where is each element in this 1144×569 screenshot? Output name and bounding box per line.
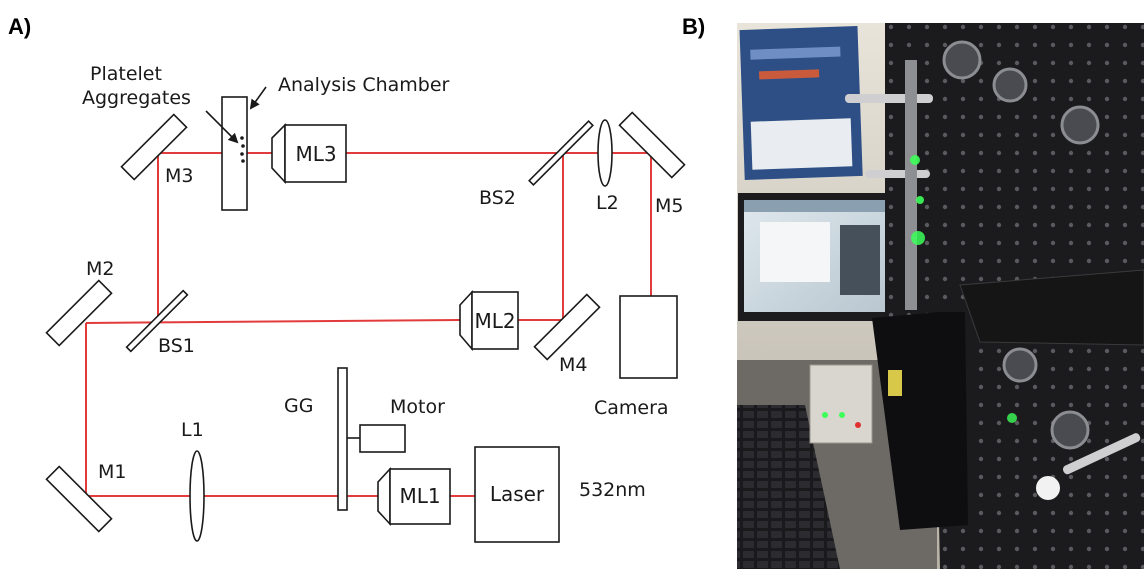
laser-glint-1 <box>910 155 920 165</box>
analysis-chamber-label: Analysis Chamber <box>278 74 450 96</box>
laser-glint-3 <box>911 231 925 245</box>
lens-l2 <box>597 119 613 187</box>
platelet-label-line1: Platelet <box>90 63 162 85</box>
motor-label: Motor <box>390 396 445 418</box>
mirror-mount-1 <box>942 40 982 80</box>
laser-housing <box>872 312 968 530</box>
platelet-aggregates <box>240 136 245 163</box>
mirror-mount-4 <box>1002 347 1038 383</box>
power-supply <box>809 364 873 444</box>
post-rod-3 <box>1062 433 1141 475</box>
bs2-label: BS2 <box>479 187 516 209</box>
laser-glint-2 <box>916 196 924 204</box>
platelet-label-line2: Aggregates <box>82 87 191 109</box>
mirror-m1 <box>45 465 113 533</box>
mirror-m3 <box>120 113 188 181</box>
lens-l1 <box>189 450 205 542</box>
beam-m2-to-ml2 <box>85 319 461 324</box>
m4-label: M4 <box>559 354 587 376</box>
m2-label: M2 <box>86 258 114 280</box>
laser-warning-label <box>888 370 902 396</box>
mirror-mount-2 <box>992 67 1028 103</box>
beam-splitter-bs1 <box>125 289 189 353</box>
vertical-post <box>905 60 917 310</box>
post-rod-2 <box>865 170 930 178</box>
m3-label: M3 <box>165 165 193 187</box>
wavelength-label: 532nm <box>579 479 646 501</box>
laser-glint-4 <box>1007 413 1017 423</box>
mirror-m5 <box>618 111 686 179</box>
panel-a: A) <box>8 14 686 543</box>
l2-label: L2 <box>596 192 619 214</box>
ml3-label: ML3 <box>295 142 336 166</box>
m1-label: M1 <box>98 461 126 483</box>
keyboard <box>737 405 840 569</box>
mirror-m4 <box>533 293 601 361</box>
m5-label: M5 <box>655 195 683 217</box>
platelet-arrow <box>205 110 239 144</box>
ground-glass-gg <box>337 367 348 511</box>
objective-ml1: ML1 <box>377 466 451 527</box>
post-rod-1 <box>845 94 933 103</box>
beam-splitter-bs2 <box>528 120 594 186</box>
white-disc <box>1036 476 1060 500</box>
l1-label: L1 <box>181 419 204 441</box>
laser-label: Laser <box>490 482 545 506</box>
camera <box>619 295 678 379</box>
objective-ml2: ML2 <box>459 289 519 352</box>
objective-ml3: ML3 <box>271 123 347 185</box>
gg-label: GG <box>284 395 313 417</box>
ml1-label: ML1 <box>399 484 440 508</box>
laser <box>474 446 560 543</box>
camera-label: Camera <box>594 397 669 419</box>
mirror-m2 <box>45 279 113 347</box>
mirror-mount-5 <box>1050 410 1090 450</box>
panel-b-label: B) <box>682 14 705 39</box>
chamber-arrow <box>249 86 267 110</box>
setup-photo <box>737 23 1144 569</box>
panel-a-label: A) <box>8 14 31 39</box>
motor <box>359 424 406 453</box>
mirror-mount-3 <box>1060 105 1100 145</box>
bs1-label: BS1 <box>158 335 195 357</box>
ml2-label: ML2 <box>474 309 515 333</box>
stage-platform <box>959 269 1144 346</box>
